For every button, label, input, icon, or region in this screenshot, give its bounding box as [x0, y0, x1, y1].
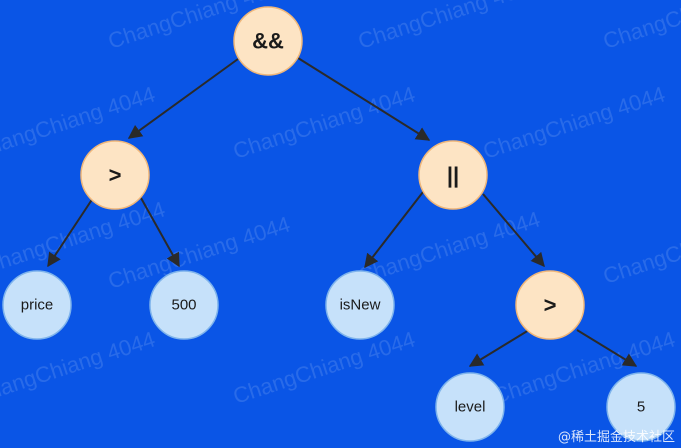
node-price-label: price: [21, 297, 54, 314]
node-root-and: &&: [233, 6, 303, 76]
node-500-label: 500: [171, 297, 196, 314]
node-500: 500: [149, 270, 219, 340]
edge-right-to-inner: [482, 193, 545, 268]
node-5: 5: [606, 372, 676, 442]
node-isnew: isNew: [325, 270, 395, 340]
node-root-label: &&: [252, 29, 284, 54]
node-left-label: >: [109, 163, 122, 188]
credit-watermark: @稀土掘金技术社区: [557, 430, 675, 445]
node-right-or: ||: [418, 140, 488, 210]
node-inner-label: >: [544, 293, 557, 318]
edge-inner-to-level: [468, 329, 530, 367]
node-level: level: [435, 372, 505, 442]
edge-left-to-500: [140, 197, 180, 268]
edge-root-to-right: [297, 57, 431, 141]
node-5-label: 5: [637, 399, 645, 416]
edge-left-to-price: [47, 197, 94, 268]
node-right-label: ||: [447, 163, 459, 188]
edge-root-to-left: [127, 58, 239, 139]
node-left-greater: >: [80, 140, 150, 210]
node-isnew-label: isNew: [340, 297, 381, 314]
node-price: price: [2, 270, 72, 340]
node-inner-greater: >: [515, 270, 585, 340]
node-level-label: level: [455, 399, 486, 416]
edge-right-to-isnew: [364, 191, 424, 269]
edge-inner-to-5: [576, 329, 638, 367]
